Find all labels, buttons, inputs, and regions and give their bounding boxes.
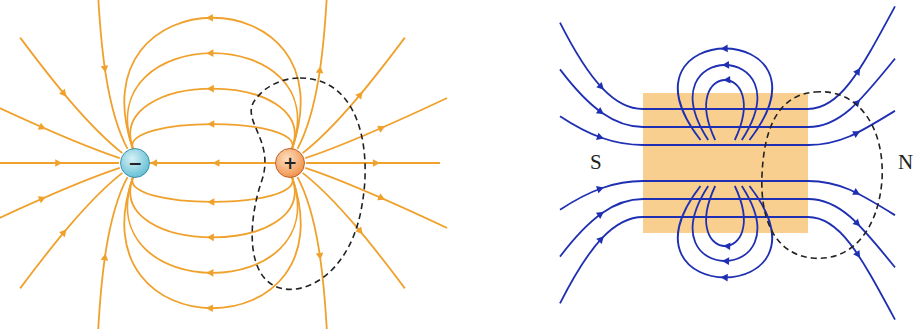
field-line bbox=[132, 124, 292, 149]
field-line bbox=[560, 217, 643, 303]
arrow-head bbox=[355, 92, 362, 100]
arrow-head bbox=[207, 120, 214, 128]
field-line bbox=[305, 98, 447, 158]
arrow-head bbox=[316, 252, 324, 259]
field-line bbox=[0, 168, 120, 228]
field-line bbox=[693, 65, 758, 140]
arrow-head bbox=[852, 131, 860, 138]
field-line bbox=[706, 186, 744, 246]
point-charge: + bbox=[275, 148, 305, 178]
arrow-head bbox=[723, 76, 730, 84]
field-line bbox=[693, 186, 758, 261]
field-line bbox=[678, 186, 772, 278]
arrow-head bbox=[723, 243, 730, 251]
field-line bbox=[643, 108, 808, 110]
arrow-head bbox=[722, 257, 729, 265]
field-line bbox=[130, 89, 295, 149]
arrow-head bbox=[207, 198, 214, 206]
arrow-head bbox=[316, 66, 324, 73]
arrow-head bbox=[59, 229, 66, 237]
field-line bbox=[127, 53, 297, 149]
arrow-head bbox=[596, 236, 604, 244]
arrow-head bbox=[150, 159, 157, 167]
field-line bbox=[643, 144, 808, 146]
field-line-connector bbox=[150, 159, 275, 167]
field-line bbox=[298, 177, 327, 329]
arrow-head bbox=[206, 14, 213, 22]
field-line bbox=[808, 217, 895, 320]
field-line bbox=[560, 116, 643, 145]
field-line bbox=[127, 177, 297, 273]
arrow-head bbox=[206, 304, 213, 312]
arrow-head bbox=[596, 107, 604, 114]
field-line bbox=[643, 216, 808, 218]
field-line bbox=[298, 0, 327, 149]
arrow-head bbox=[852, 188, 860, 195]
field-line bbox=[0, 98, 120, 158]
arrow-head bbox=[596, 186, 604, 193]
field-line bbox=[643, 180, 808, 182]
arrow-head bbox=[206, 269, 213, 277]
field-line bbox=[678, 49, 772, 141]
pole-label: N bbox=[898, 152, 913, 173]
field-line bbox=[808, 6, 895, 109]
field-line bbox=[808, 199, 895, 267]
field-line bbox=[98, 0, 127, 149]
field-line bbox=[643, 126, 808, 128]
field-line bbox=[132, 177, 292, 202]
field-line bbox=[560, 69, 643, 127]
field-line bbox=[706, 80, 744, 140]
arrow-head bbox=[721, 274, 728, 282]
arrow-head bbox=[207, 85, 214, 93]
arrow-head bbox=[206, 49, 213, 57]
arrow-head bbox=[207, 234, 214, 242]
field-line bbox=[560, 181, 643, 210]
arrow-head bbox=[101, 253, 109, 260]
field-line bbox=[303, 38, 405, 153]
bar-magnet bbox=[643, 93, 808, 233]
field-line bbox=[643, 198, 808, 200]
gaussian-surface bbox=[251, 78, 365, 289]
field-line bbox=[808, 59, 895, 127]
field-line bbox=[20, 173, 122, 288]
field-line bbox=[20, 38, 122, 153]
field-line bbox=[305, 168, 447, 228]
arrow-head bbox=[213, 159, 220, 167]
arrow-head bbox=[377, 193, 385, 200]
pole-label: S bbox=[590, 152, 602, 173]
arrow-head bbox=[596, 212, 604, 219]
arrow-head bbox=[853, 68, 860, 76]
field-line bbox=[808, 111, 895, 145]
arrow-head bbox=[373, 159, 380, 167]
point-charge: − bbox=[120, 148, 150, 178]
arrow-head bbox=[596, 133, 604, 140]
arrow-head bbox=[55, 159, 62, 167]
field-line bbox=[98, 177, 127, 329]
arrow-head bbox=[377, 126, 385, 133]
charge-sign: + bbox=[283, 155, 297, 172]
gaussian-surface bbox=[762, 92, 882, 259]
arrow-head bbox=[38, 123, 46, 130]
arrow-head bbox=[722, 61, 729, 69]
arrow-head bbox=[853, 250, 860, 258]
field-line bbox=[560, 199, 643, 257]
field-line bbox=[560, 23, 643, 109]
arrow-head bbox=[853, 219, 861, 227]
field-line bbox=[303, 173, 405, 288]
arrow-head bbox=[721, 45, 728, 53]
arrow-head bbox=[101, 65, 109, 72]
field-line bbox=[124, 177, 300, 308]
arrow-head bbox=[38, 196, 46, 203]
arrow-head bbox=[59, 89, 66, 97]
field-line bbox=[130, 177, 295, 237]
arrow-head bbox=[596, 82, 604, 90]
charge-sign: − bbox=[128, 155, 142, 172]
